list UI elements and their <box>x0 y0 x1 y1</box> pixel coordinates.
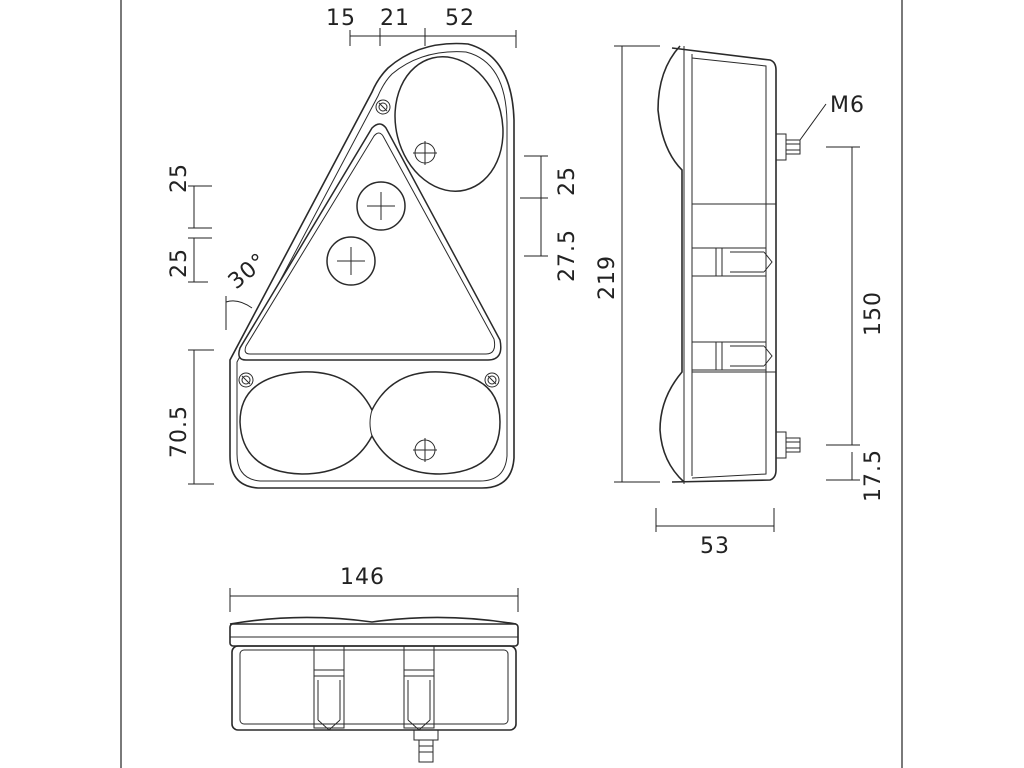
bottom-dimensions: 146 <box>229 565 519 612</box>
bottom-lens-top <box>229 616 517 625</box>
dim-angle: 30° <box>224 248 272 294</box>
side-clip-lower <box>691 341 773 371</box>
dim-height-total: 219 <box>595 255 620 300</box>
bottom-view <box>229 616 519 763</box>
bottom-housing-inner <box>239 649 509 725</box>
front-housing-inner <box>236 51 508 482</box>
bottom-lens-divider <box>369 409 373 437</box>
dim-right-lower: 27.5 <box>555 229 580 282</box>
side-view <box>657 45 801 484</box>
dim-bottom-width: 146 <box>340 565 385 590</box>
dim-left-bottom: 70.5 <box>167 405 192 458</box>
screw-left <box>238 372 254 388</box>
side-lens-front <box>657 45 685 483</box>
front-view <box>229 42 515 489</box>
dim-top-c: 52 <box>445 6 475 31</box>
dim-top-a: 15 <box>326 6 356 31</box>
side-housing <box>671 47 777 483</box>
dim-side-depth: 53 <box>700 534 730 559</box>
dim-left-lower: 25 <box>167 248 192 278</box>
bottom-housing <box>231 645 517 731</box>
triangle-reflector <box>238 123 502 361</box>
side-dimensions: 219 M6 150 17.5 53 <box>595 45 886 559</box>
bottom-clip-left <box>313 645 345 731</box>
screw-right <box>484 372 500 388</box>
side-clip-upper <box>691 247 773 277</box>
dim-side-pitch: 150 <box>861 291 886 336</box>
dim-left-upper: 25 <box>167 163 192 193</box>
dim-top-b: 21 <box>380 6 410 31</box>
front-housing-outline <box>229 42 515 489</box>
dim-side-thread: M6 <box>830 93 865 118</box>
dim-right-upper: 25 <box>555 166 580 196</box>
top-oval-lens <box>394 56 504 192</box>
side-housing-inner <box>691 57 767 479</box>
dim-side-offset: 17.5 <box>861 449 886 502</box>
bottom-lens-band <box>229 623 519 647</box>
side-stud-top <box>775 133 801 161</box>
bottom-clip-right <box>403 645 435 731</box>
screw-top <box>375 99 391 115</box>
side-stud-bottom <box>775 431 801 459</box>
triangle-reflector-inner <box>244 132 496 355</box>
bottom-stud <box>413 729 439 763</box>
